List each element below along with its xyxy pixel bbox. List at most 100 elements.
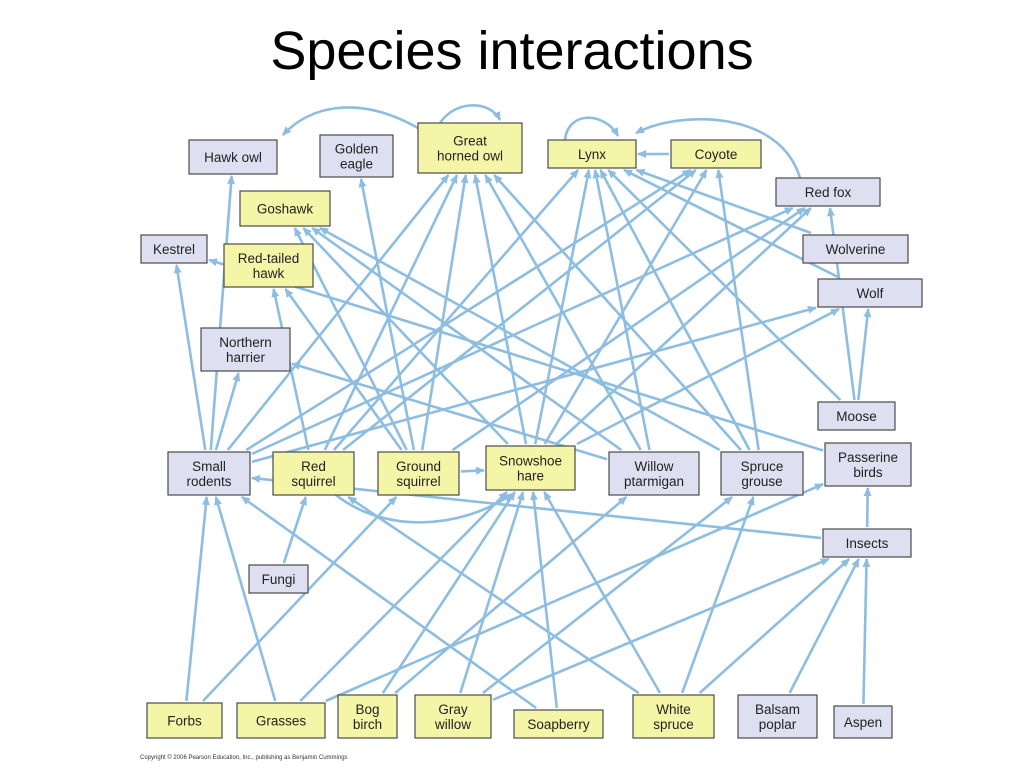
species-label: Hawk owl — [204, 150, 262, 165]
arrow-grasses-to-passerine-birds — [325, 482, 824, 703]
species-label: grouse — [741, 474, 782, 489]
species-label: poplar — [759, 717, 797, 732]
species-node-lynx: Lynx — [547, 139, 637, 169]
species-node-red-fox: Red fox — [775, 177, 881, 207]
species-label: horned owl — [437, 149, 503, 164]
species-label: Coyote — [695, 147, 738, 162]
species-box — [737, 694, 818, 739]
species-label: Red-tailed — [238, 251, 300, 266]
arrow-gray-willow-to-insects — [492, 557, 830, 701]
species-node-moose: Moose — [817, 401, 896, 431]
species-node-hawk-owl: Hawk owl — [188, 139, 278, 175]
species-label: Aspen — [844, 715, 882, 730]
species-box — [200, 327, 291, 372]
species-label: Wolf — [857, 286, 884, 301]
species-label: White — [656, 702, 691, 717]
arrow-moose-to-wolf — [857, 308, 872, 401]
species-node-goshawk: Goshawk — [239, 190, 331, 227]
species-box — [608, 451, 700, 496]
species-box — [248, 564, 309, 594]
species-node-grasses: Grasses — [236, 702, 326, 739]
species-box — [239, 190, 331, 227]
species-label: Grasses — [256, 714, 307, 729]
species-label: Gray — [438, 702, 468, 717]
arrow-wolf-to-lynx — [623, 168, 839, 279]
arrow-small-rodents-to-kestrel — [173, 264, 207, 451]
species-label: Balsam — [755, 702, 800, 717]
species-node-forbs: Forbs — [146, 702, 223, 739]
arrow-forbs-to-small-rodents — [185, 496, 210, 702]
species-label: ptarmigan — [624, 474, 684, 489]
arrow-spruce-grouse-to-great-horned-owl — [493, 174, 742, 451]
arrow-soapberry-to-snowshoe-hare — [529, 491, 559, 709]
species-label: Moose — [836, 409, 877, 424]
species-box — [140, 234, 208, 264]
arrow-red-squirrel-to-great-horned-owl — [323, 174, 459, 451]
arrow-white-spruce-to-snowshoe-hare — [543, 491, 662, 694]
species-box — [632, 694, 715, 739]
species-label: Red fox — [805, 185, 852, 200]
arrow-fungi-to-red-squirrel — [282, 496, 307, 564]
species-node-wolf: Wolf — [817, 278, 923, 308]
curved-arrow-red-fox-to-lynx — [635, 118, 802, 179]
species-label: harrier — [226, 350, 266, 365]
species-node-fungi: Fungi — [248, 564, 309, 594]
species-label: rodents — [186, 474, 231, 489]
arrow-snowshoe-hare-to-lynx — [533, 169, 592, 445]
page-title: Species interactions — [270, 21, 754, 81]
species-box — [817, 278, 923, 308]
arrow-spruce-grouse-to-goshawk — [319, 226, 721, 452]
species-box — [822, 528, 912, 558]
arrow-snowshoe-hare-to-goshawk — [302, 227, 509, 445]
species-box — [824, 442, 912, 487]
arrow-white-spruce-to-insects — [698, 558, 851, 694]
species-label: Ground — [396, 459, 441, 474]
species-label: Passerine — [838, 450, 898, 465]
species-label: hawk — [253, 266, 285, 281]
species-label: spruce — [653, 717, 694, 732]
arrow-balsam-poplar-to-insects — [788, 558, 860, 694]
species-label: Soapberry — [527, 717, 590, 732]
species-box — [337, 694, 398, 739]
species-label: Red — [301, 459, 326, 474]
species-label: Kestrel — [153, 242, 195, 257]
species-label: Willow — [635, 459, 674, 474]
species-box — [720, 451, 804, 496]
arrow-small-rodents-to-northern-harrier — [214, 372, 241, 451]
arrow-snowshoe-hare-to-great-horned-owl — [472, 174, 528, 445]
curved-arrow-small-rodents-to-snowshoe-hare — [329, 489, 513, 524]
species-label: Small — [192, 459, 226, 474]
arrow-spruce-grouse-to-lynx — [599, 169, 751, 451]
species-label: birds — [853, 465, 883, 480]
species-label: hare — [517, 469, 544, 484]
curved-arrow-lynx-to-lynx — [563, 116, 620, 141]
copyright-notice: Copyright © 2006 Pearson Education, Inc.… — [140, 755, 348, 761]
arrow-small-rodents-to-hawk-owl — [209, 175, 235, 451]
species-node-soapberry: Soapberry — [513, 709, 604, 739]
species-label: Golden — [335, 142, 379, 157]
arrow-willow-ptarmigan-to-great-horned-owl — [484, 174, 642, 451]
arrow-snowshoe-hare-to-coyote — [543, 169, 708, 445]
species-label: squirrel — [396, 474, 440, 489]
species-label: birch — [353, 717, 382, 732]
arrow-aspen-to-insects — [862, 558, 871, 705]
arrow-spruce-grouse-to-coyote — [715, 169, 760, 451]
species-box — [513, 709, 604, 739]
species-box — [377, 451, 460, 496]
species-box — [146, 702, 223, 739]
species-label: Fungi — [262, 572, 296, 587]
arrow-red-squirrel-to-coyote — [342, 168, 697, 452]
arrow-grasses-to-snowshoe-hare — [299, 491, 508, 702]
arrow-bog-birch-to-snowshoe-hare — [381, 491, 516, 694]
species-node-wolverine: Wolverine — [802, 234, 909, 264]
